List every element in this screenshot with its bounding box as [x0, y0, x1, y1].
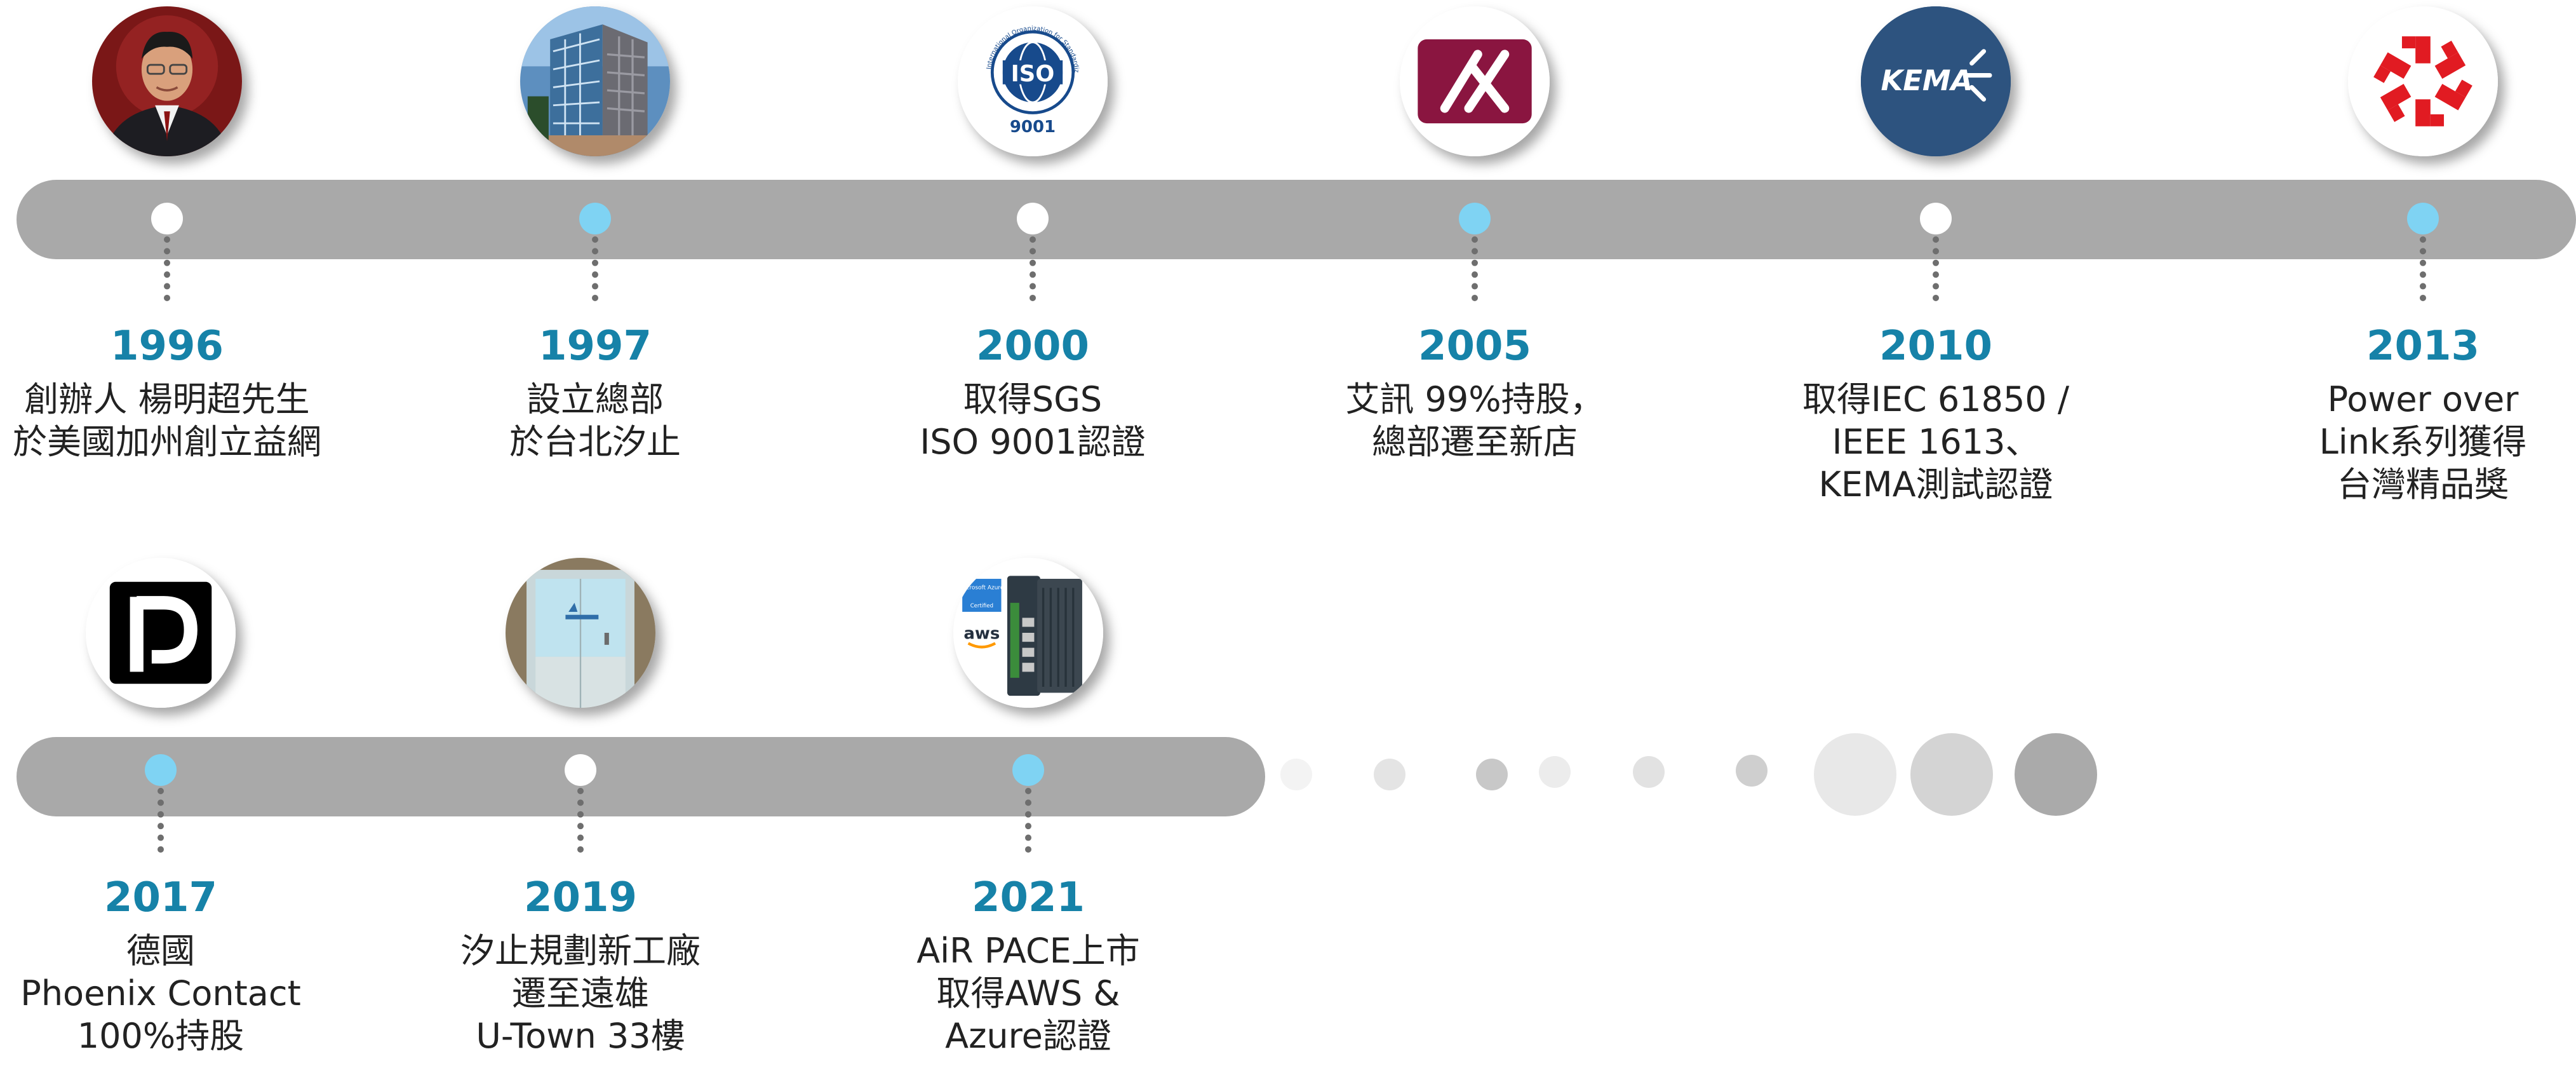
milestone-description: 取得IEC 61850 / IEEE 1613、 KEMA測試認證: [1802, 379, 2070, 504]
milestone-description: AiR PACE上市 取得AWS & Azure認證: [916, 931, 1140, 1056]
milestone-year: 2005: [1418, 323, 1532, 370]
milestone-year: 2021: [971, 874, 1085, 921]
taiwan-excellence-icon: [2348, 6, 2498, 156]
milestone-description: 汐止規劃新工廠 遷至遠雄 U-Town 33樓: [460, 931, 701, 1056]
decorative-bubble-large: [1814, 733, 1896, 816]
timeline-dot: [579, 203, 611, 234]
decorative-bubble-large: [2015, 733, 2097, 816]
iso-sub-text: 9001: [1010, 118, 1056, 137]
milestone-year: 2010: [1879, 323, 1993, 370]
timeline-bar-top: [17, 180, 2576, 259]
decorative-bubble: [1539, 756, 1571, 788]
timeline-dot: [151, 203, 183, 234]
milestone-description: 艾訊 99%持股， 總部遷至新店: [1345, 379, 1604, 462]
timeline-dot: [145, 754, 177, 786]
timeline-bar-bottom: [17, 737, 1265, 816]
decorative-bubble: [1280, 759, 1312, 790]
milestone-description: 創辦人 楊明超先生 於美國加州創立益網: [13, 379, 321, 462]
dotted-connector: [1472, 236, 1478, 301]
phoenix-contact-icon: [86, 558, 236, 708]
decorative-bubble: [1736, 755, 1768, 787]
air-pace-device-icon: Microsoft Azure Certified aws: [953, 558, 1103, 708]
office-entrance-icon: [506, 558, 655, 708]
dotted-connector: [164, 236, 170, 301]
decorative-bubble: [1374, 759, 1405, 790]
dotted-connector: [577, 788, 584, 853]
iso-9001-icon: ISO 9001 International Organization for …: [958, 6, 1108, 156]
milestone-year: 2017: [104, 874, 218, 921]
milestone-year: 1997: [538, 323, 652, 370]
milestone-year: 2019: [523, 874, 638, 921]
dotted-connector: [2420, 236, 2426, 301]
timeline-dot: [1459, 203, 1491, 234]
building-icon: [520, 6, 670, 156]
timeline-dot: [1012, 754, 1044, 786]
axiomtek-icon: [1400, 6, 1550, 156]
azure-badge-text: Microsoft Azure: [960, 585, 1004, 592]
milestone-year: 2013: [2366, 323, 2480, 370]
timeline-dot: [1920, 203, 1952, 234]
iso-text: ISO: [1011, 61, 1055, 87]
decorative-bubble: [1633, 756, 1665, 788]
decorative-bubble-large: [1910, 733, 1993, 816]
milestone-description: Power over Link系列獲得 台灣精品獎: [2319, 379, 2527, 504]
milestone-description: 取得SGS ISO 9001認證: [920, 379, 1146, 462]
dotted-connector: [158, 788, 164, 853]
dotted-connector: [1933, 236, 1939, 301]
dotted-connector: [1025, 788, 1031, 853]
dotted-connector: [1030, 236, 1036, 301]
timeline-dot: [2407, 203, 2439, 234]
aws-text: aws: [963, 624, 1000, 643]
azure-certified-text: Certified: [970, 603, 993, 609]
milestone-description: 德國 Phoenix Contact 100%持股: [20, 931, 301, 1056]
kema-text: KEMA: [1881, 64, 1973, 97]
kema-icon: KEMA: [1861, 6, 2011, 156]
timeline-dot: [565, 754, 596, 786]
milestone-description: 設立總部 於台北汐止: [509, 379, 681, 462]
dotted-connector: [592, 236, 598, 301]
timeline-dot: [1017, 203, 1049, 234]
decorative-bubble: [1476, 759, 1508, 790]
milestone-year: 2000: [976, 323, 1090, 370]
milestone-year: 1996: [110, 323, 224, 370]
founder-portrait-icon: [92, 6, 242, 156]
